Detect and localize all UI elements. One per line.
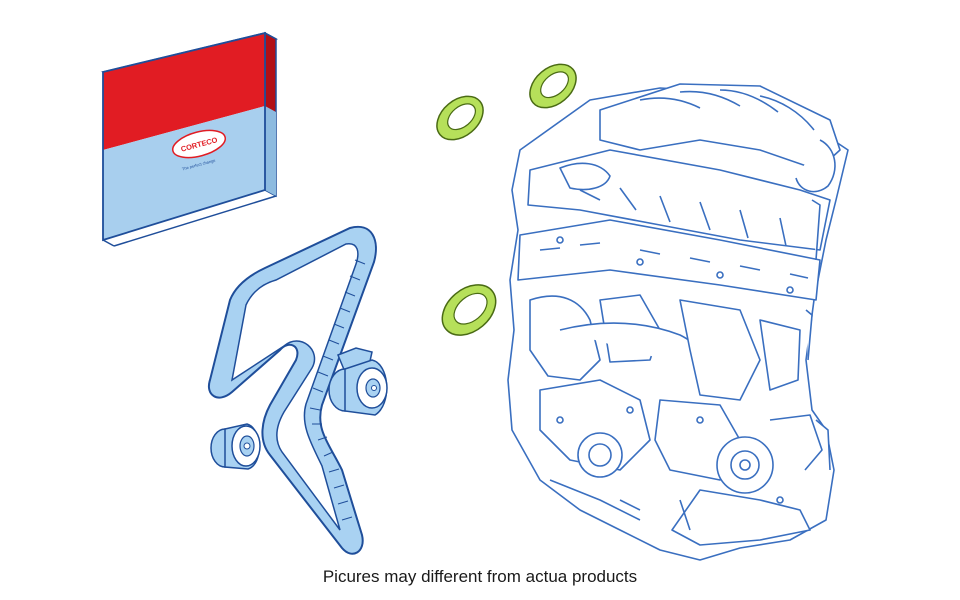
tensioner-pulley (328, 347, 388, 416)
disclaimer-caption: Picures may different from actua product… (322, 567, 638, 586)
timing-belt (207, 225, 377, 555)
corteco-logo: CORTECO The perfect change (171, 129, 227, 171)
kit-box: CORTECO The perfect change (101, 31, 279, 247)
shaft-seal-3 (441, 284, 497, 336)
shaft-seal-1 (436, 95, 484, 141)
shaft-seal-2 (529, 63, 577, 109)
engine-block (507, 83, 849, 561)
idler-pulley (210, 423, 261, 470)
